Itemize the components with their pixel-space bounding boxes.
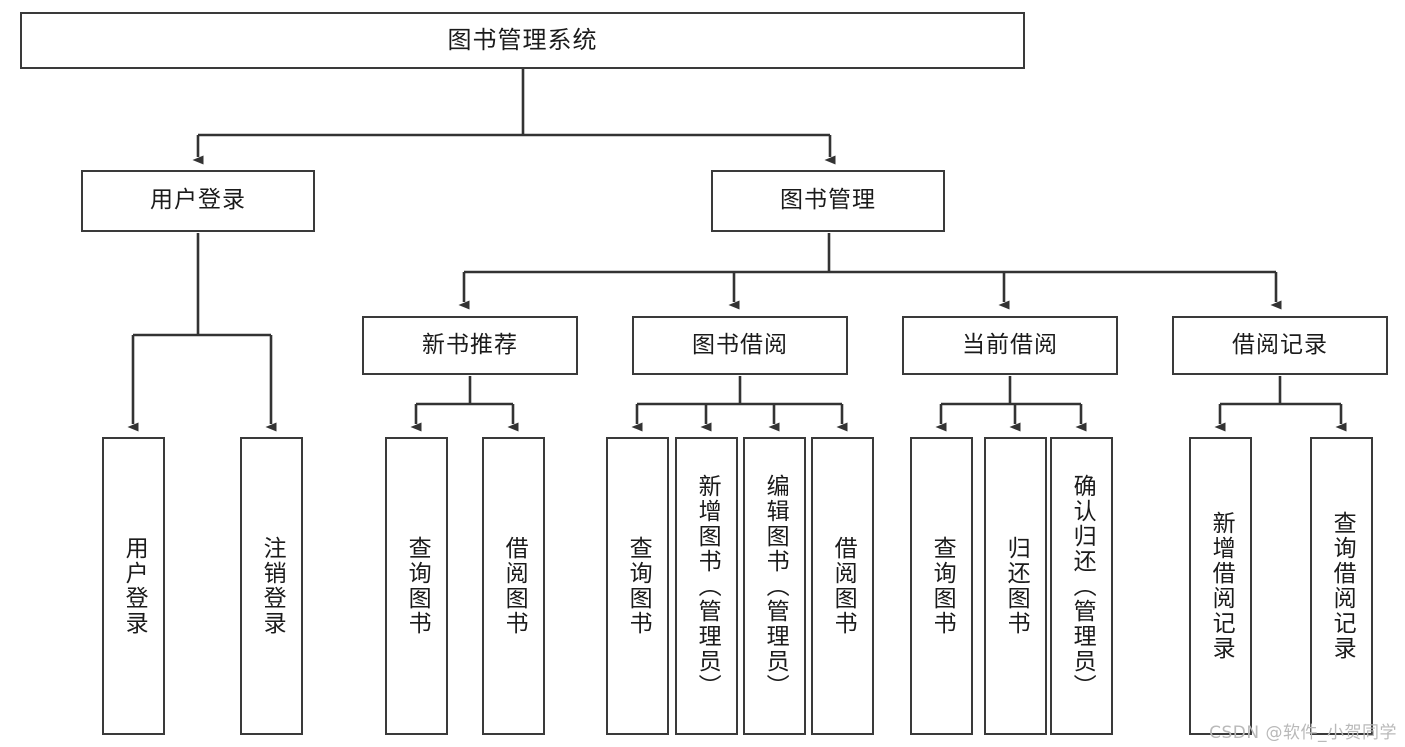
node-current-borrow[interactable]: 当前借阅 [902, 316, 1118, 375]
node-book-management[interactable]: 图书管理 [711, 170, 945, 232]
leaf-edit-book-admin-label: 编辑图书（管理员） [762, 473, 789, 699]
leaf-query-book-current-label: 查询图书 [929, 536, 956, 636]
node-borrow-record[interactable]: 借阅记录 [1172, 316, 1388, 375]
leaf-add-borrow-record[interactable]: 新增借阅记录 [1189, 437, 1252, 735]
leaf-borrow-book-newbook[interactable]: 借阅图书 [482, 437, 545, 735]
node-user-login[interactable]: 用户登录 [81, 170, 315, 232]
leaf-query-borrow-record-label: 查询借阅记录 [1329, 511, 1356, 661]
leaf-confirm-return-admin[interactable]: 确认归还（管理员） [1050, 437, 1113, 735]
node-new-book-recommend-label: 新书推荐 [422, 331, 518, 358]
leaf-add-book-admin-label: 新增图书（管理员） [694, 473, 721, 699]
leaf-add-borrow-record-label: 新增借阅记录 [1208, 511, 1235, 661]
leaf-user-login-label: 用户登录 [121, 536, 148, 636]
leaf-query-book-newbook[interactable]: 查询图书 [385, 437, 448, 735]
node-root-label: 图书管理系统 [447, 26, 598, 55]
leaf-add-book-admin[interactable]: 新增图书（管理员） [675, 437, 738, 735]
leaf-user-login[interactable]: 用户登录 [102, 437, 165, 735]
leaf-edit-book-admin[interactable]: 编辑图书（管理员） [743, 437, 806, 735]
node-book-borrow-label: 图书借阅 [692, 331, 788, 358]
node-user-login-label: 用户登录 [150, 187, 246, 214]
node-root[interactable]: 图书管理系统 [20, 12, 1025, 69]
leaf-return-book[interactable]: 归还图书 [984, 437, 1047, 735]
leaf-query-book-current[interactable]: 查询图书 [910, 437, 973, 735]
leaf-borrow-book[interactable]: 借阅图书 [811, 437, 874, 735]
leaf-logout-label: 注销登录 [259, 536, 286, 636]
leaf-query-book-borrow[interactable]: 查询图书 [606, 437, 669, 735]
leaf-query-book-newbook-label: 查询图书 [404, 536, 431, 636]
leaf-return-book-label: 归还图书 [1003, 536, 1030, 636]
node-borrow-record-label: 借阅记录 [1232, 331, 1328, 358]
leaf-query-book-borrow-label: 查询图书 [625, 536, 652, 636]
leaf-confirm-return-admin-label: 确认归还（管理员） [1069, 473, 1096, 699]
leaf-query-borrow-record[interactable]: 查询借阅记录 [1310, 437, 1373, 735]
node-book-borrow[interactable]: 图书借阅 [632, 316, 848, 375]
csdn-watermark: CSDN @软件_小贺同学 [1209, 723, 1397, 743]
node-new-book-recommend[interactable]: 新书推荐 [362, 316, 578, 375]
leaf-logout[interactable]: 注销登录 [240, 437, 303, 735]
node-current-borrow-label: 当前借阅 [962, 331, 1058, 358]
leaf-borrow-book-newbook-label: 借阅图书 [501, 536, 528, 636]
node-book-management-label: 图书管理 [780, 187, 876, 214]
leaf-borrow-book-label: 借阅图书 [830, 536, 857, 636]
